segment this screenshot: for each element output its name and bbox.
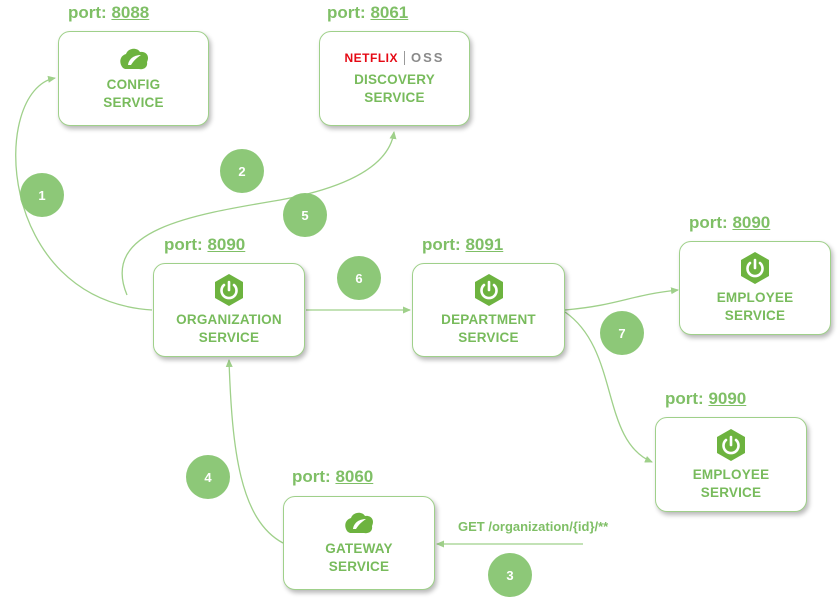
step-badge-1: 1 <box>20 173 64 217</box>
discovery-port-label: port: 8061 <box>327 3 409 22</box>
employee1-service-box[interactable]: EMPLOYEE SERVICE <box>679 241 831 335</box>
arrow-gateway-to-org <box>225 359 284 544</box>
gateway-service-subtitle: SERVICE <box>328 559 390 574</box>
spring-boot-power-icon <box>474 274 503 306</box>
department-service-title: DEPARTMENT <box>441 312 536 327</box>
organization-service-subtitle: SERVICE <box>198 330 260 345</box>
request-path-label: GET /organization/{id}/** <box>458 519 609 534</box>
arrow-department-to-employee2 <box>564 311 653 463</box>
organization-service-title: ORGANIZATION <box>176 312 282 327</box>
discovery-service-subtitle: SERVICE <box>364 90 425 105</box>
employee1-port-label: port: 8090 <box>689 213 771 232</box>
step-badge-2: 2 <box>220 149 264 193</box>
step-badge-7: 7 <box>600 311 644 355</box>
arrow-org-to-discovery <box>121 131 397 296</box>
spring-boot-power-icon <box>717 428 745 461</box>
organization-service-box[interactable]: ORGANIZATION SERVICE <box>153 263 305 357</box>
discovery-port-number: 8061 <box>370 3 409 22</box>
department-service-box[interactable]: DEPARTMENT SERVICE <box>412 263 565 357</box>
gateway-service-box[interactable]: GATEWAY SERVICE <box>283 496 435 590</box>
organization-port-label: port: 8090 <box>164 235 246 254</box>
discovery-service-title: DISCOVERY <box>354 72 435 87</box>
spring-leaf-icon <box>119 48 148 69</box>
spring-boot-power-icon <box>215 274 243 306</box>
organization-port-number: 8090 <box>207 235 246 254</box>
config-port-label: port: 8088 <box>68 3 150 22</box>
config-port-number: 8088 <box>111 3 150 22</box>
employee2-service-title: EMPLOYEE <box>692 466 770 482</box>
employee2-service-box[interactable]: EMPLOYEE SERVICE <box>655 417 807 512</box>
employee1-service-subtitle: SERVICE <box>724 308 786 323</box>
employee1-service-title: EMPLOYEE <box>716 290 794 305</box>
employee1-port-number: 8090 <box>732 213 771 232</box>
netflix-oss-logo: NETFLIX OSS <box>344 50 445 65</box>
arrow-department-to-employee1 <box>564 287 679 311</box>
employee2-port-number: 9090 <box>708 389 747 408</box>
gateway-port-number: 8060 <box>335 467 374 486</box>
employee2-service-subtitle: SERVICE <box>700 484 762 500</box>
gateway-service-title: GATEWAY <box>325 541 393 556</box>
step-badge-4: 4 <box>186 455 230 499</box>
config-service-box[interactable]: CONFIG SERVICE <box>58 31 209 126</box>
discovery-service-box[interactable]: NETFLIX OSS DISCOVERY SERVICE <box>319 31 470 126</box>
employee2-port-label: port: 9090 <box>665 389 747 408</box>
step-badge-3: 3 <box>488 553 532 597</box>
spring-leaf-icon <box>345 512 374 534</box>
department-service-subtitle: SERVICE <box>458 330 519 345</box>
step-badge-6: 6 <box>337 256 381 300</box>
department-port-number: 8091 <box>465 235 504 254</box>
step-badge-5: 5 <box>283 193 327 237</box>
spring-boot-power-icon <box>741 252 769 284</box>
department-port-label: port: 8091 <box>422 235 504 254</box>
gateway-port-label: port: 8060 <box>292 467 374 486</box>
config-service-subtitle: SERVICE <box>103 94 164 110</box>
config-service-title: CONFIG <box>106 76 161 92</box>
